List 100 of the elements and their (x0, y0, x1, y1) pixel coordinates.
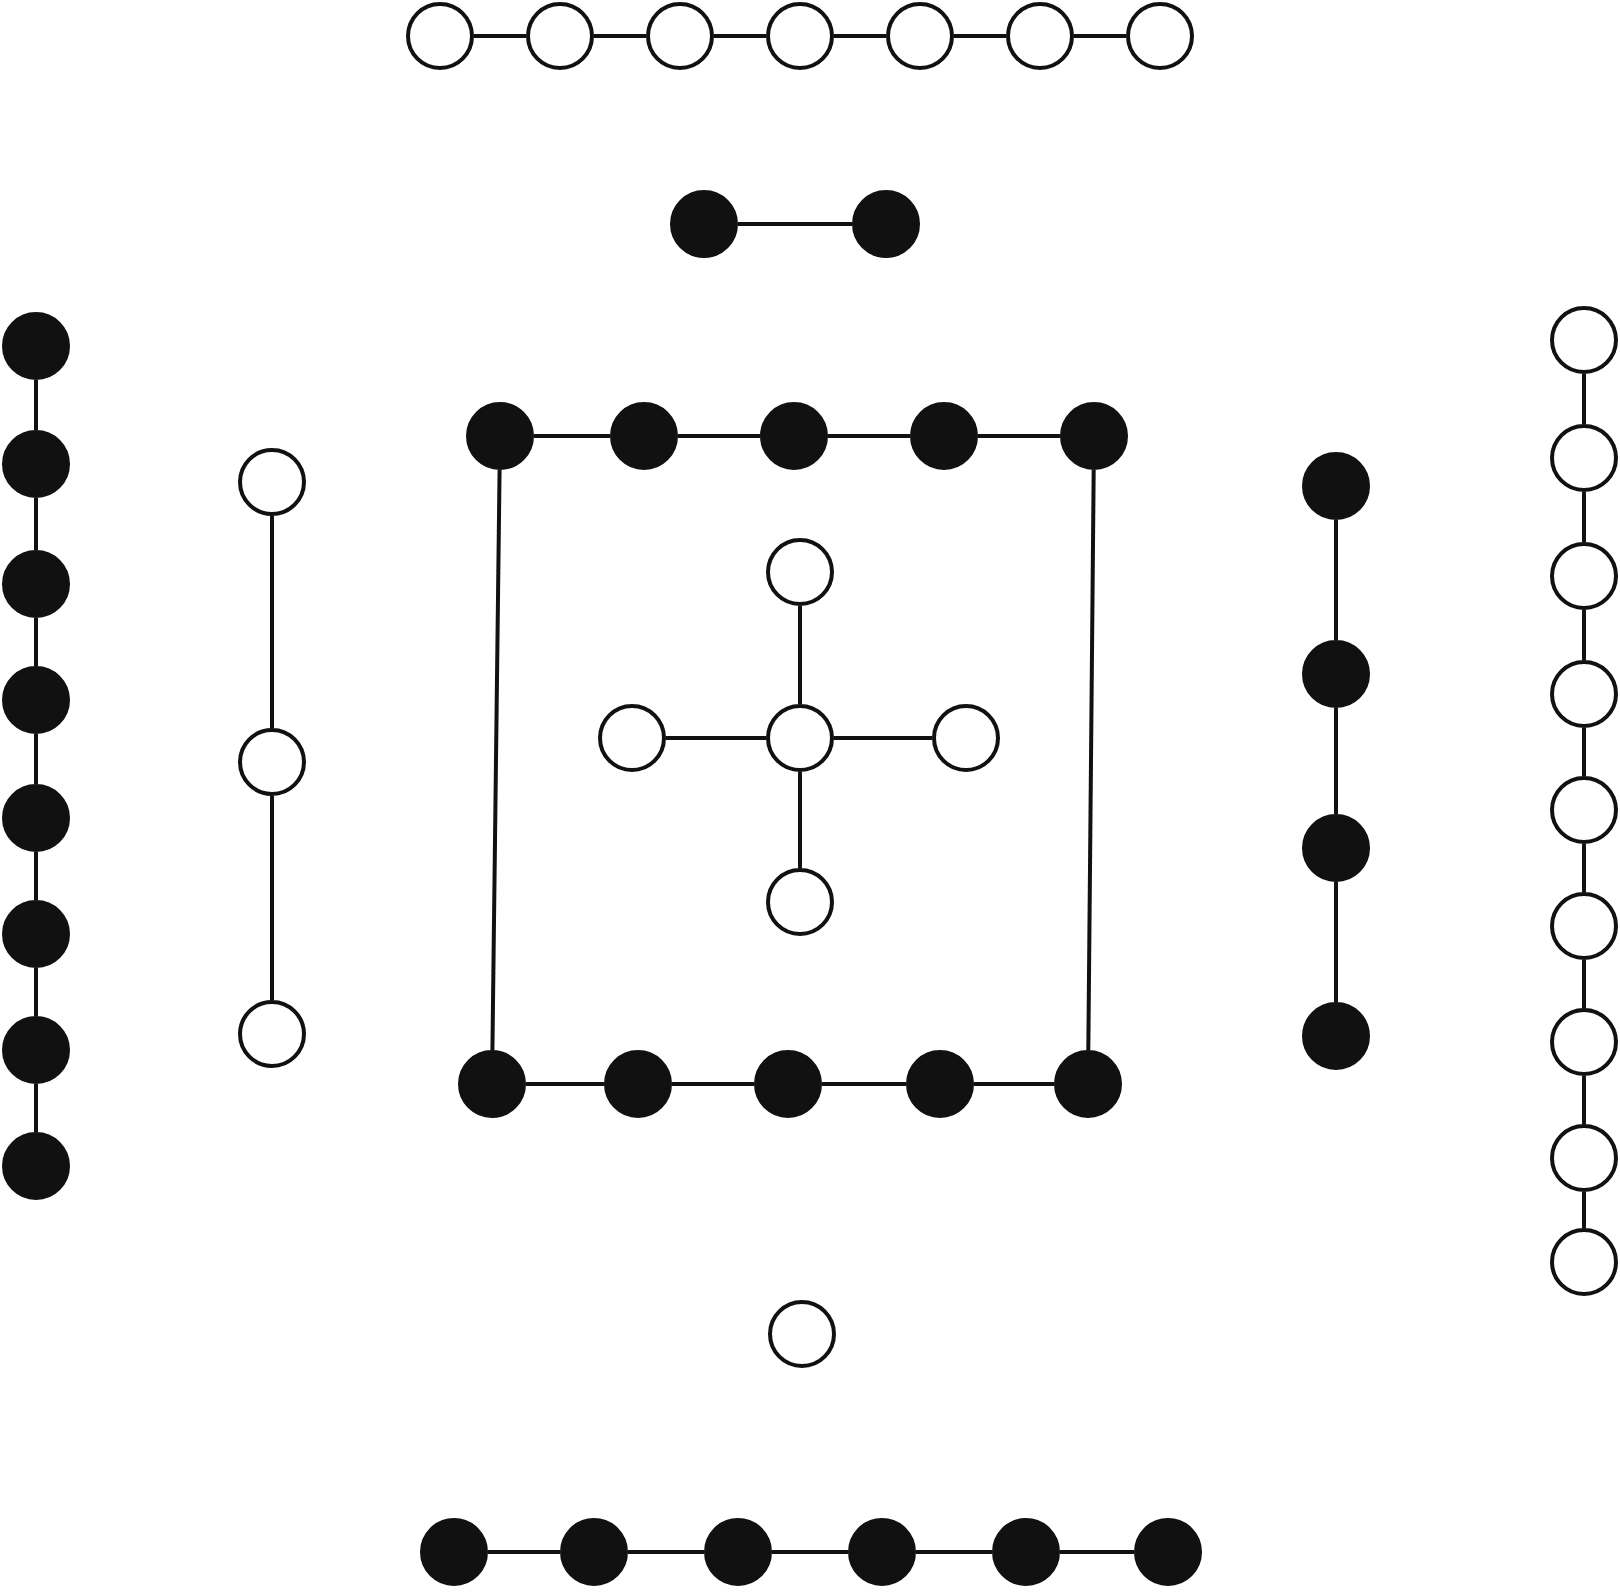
open-circle (1550, 892, 1618, 960)
connector-line (1334, 520, 1338, 640)
open-circle (766, 868, 834, 936)
open-circle (1126, 2, 1194, 70)
filled-dot (2, 550, 70, 618)
connector-line (594, 34, 646, 38)
connector-line (1582, 1192, 1586, 1228)
open-circle (406, 2, 474, 70)
open-circle (766, 2, 834, 70)
filled-dot (670, 190, 738, 258)
open-circle (238, 728, 306, 796)
connector-line (270, 516, 274, 728)
open-circle (1550, 542, 1618, 610)
connector-line (1074, 34, 1126, 38)
filled-dot (420, 1518, 488, 1586)
connector-line (1582, 1076, 1586, 1124)
connector-line (714, 34, 766, 38)
connector-line (954, 34, 1006, 38)
open-circle (768, 1300, 836, 1368)
open-circle (1550, 1228, 1618, 1296)
open-circle (1550, 306, 1618, 374)
connector-line (1086, 470, 1096, 1050)
connector-line (666, 736, 766, 740)
filled-dot (560, 1518, 628, 1586)
connector-line (628, 1550, 704, 1554)
connector-line (34, 852, 38, 900)
connector-line (1582, 960, 1586, 1008)
connector-line (488, 1550, 560, 1554)
open-circle (766, 704, 834, 772)
connector-line (822, 1082, 906, 1086)
connector-line (1334, 882, 1338, 1002)
connector-line (978, 434, 1060, 438)
open-circle (1550, 1008, 1618, 1076)
connector-line (34, 1084, 38, 1132)
filled-dot (466, 402, 534, 470)
connector-line (270, 796, 274, 1000)
filled-dot (1060, 402, 1128, 470)
connector-line (1582, 492, 1586, 542)
filled-dot (2, 1016, 70, 1084)
open-circle (1006, 2, 1074, 70)
connector-line (1582, 610, 1586, 660)
open-circle (646, 2, 714, 70)
filled-dot (2, 784, 70, 852)
connector-line (34, 734, 38, 784)
connector-line (672, 1082, 754, 1086)
open-circle (1550, 660, 1618, 728)
open-circle (238, 448, 306, 516)
filled-dot (2, 312, 70, 380)
open-circle (932, 704, 1000, 772)
filled-dot (704, 1518, 772, 1586)
connector-line (772, 1550, 848, 1554)
open-circle (886, 2, 954, 70)
connector-line (738, 222, 852, 226)
connector-line (1582, 844, 1586, 892)
connector-line (974, 1082, 1054, 1086)
filled-dot (1302, 1002, 1370, 1070)
filled-dot (610, 402, 678, 470)
filled-dot (1054, 1050, 1122, 1118)
connector-line (834, 34, 886, 38)
filled-dot (848, 1518, 916, 1586)
connector-line (798, 606, 802, 704)
filled-dot (1302, 452, 1370, 520)
connector-line (490, 469, 502, 1051)
filled-dot (910, 402, 978, 470)
open-circle (766, 538, 834, 606)
filled-dot (1134, 1518, 1202, 1586)
open-circle (1550, 1124, 1618, 1192)
connector-line (916, 1550, 992, 1554)
filled-dot (1302, 814, 1370, 882)
open-circle (526, 2, 594, 70)
connector-line (34, 968, 38, 1016)
connector-line (474, 34, 526, 38)
connector-line (1582, 374, 1586, 424)
connector-line (34, 498, 38, 550)
connector-line (34, 618, 38, 666)
filled-dot (852, 190, 920, 258)
filled-dot (2, 1132, 70, 1200)
connector-line (34, 380, 38, 430)
filled-dot (2, 666, 70, 734)
connector-line (798, 772, 802, 868)
connector-line (534, 434, 610, 438)
connector-line (1582, 728, 1586, 776)
filled-dot (2, 900, 70, 968)
open-circle (1550, 776, 1618, 844)
connector-line (1060, 1550, 1134, 1554)
open-circle (1550, 424, 1618, 492)
connector-line (828, 434, 910, 438)
filled-dot (906, 1050, 974, 1118)
open-circle (598, 704, 666, 772)
filled-dot (760, 402, 828, 470)
filled-dot (458, 1050, 526, 1118)
open-circle (238, 1000, 306, 1068)
filled-dot (1302, 640, 1370, 708)
filled-dot (2, 430, 70, 498)
filled-dot (604, 1050, 672, 1118)
connector-line (526, 1082, 604, 1086)
connector-line (834, 736, 932, 740)
filled-dot (992, 1518, 1060, 1586)
connector-line (1334, 708, 1338, 814)
connector-line (678, 434, 760, 438)
